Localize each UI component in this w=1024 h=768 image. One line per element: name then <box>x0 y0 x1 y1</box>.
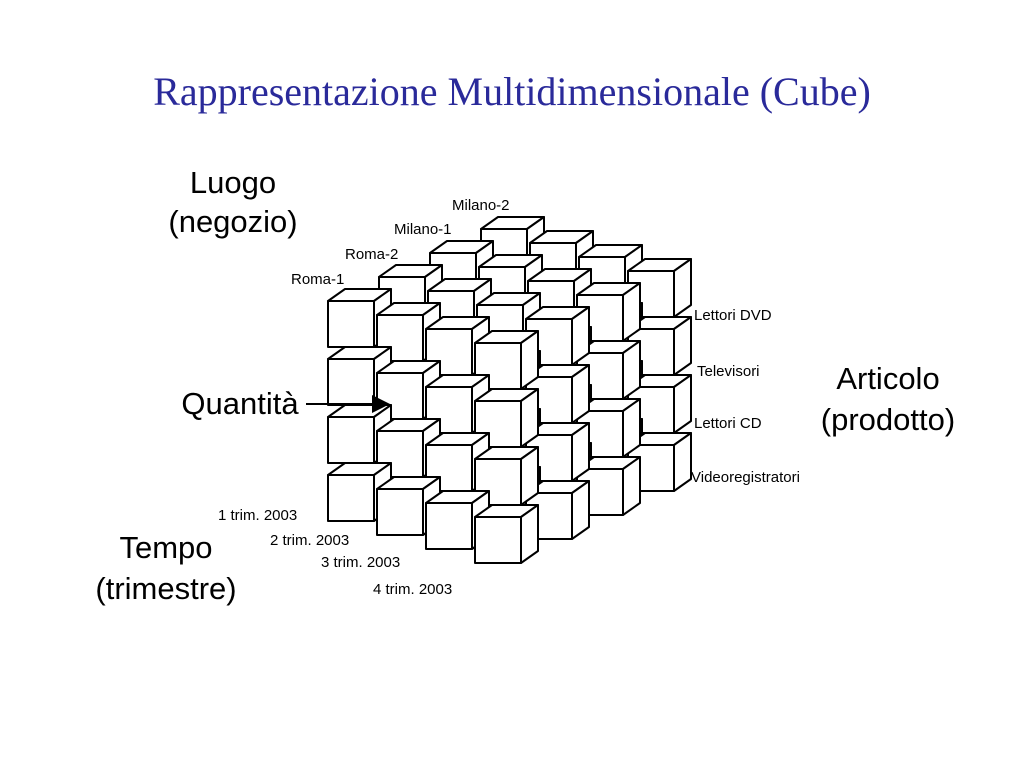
measure-label: Quantità <box>181 386 299 421</box>
dimension-articolo-label: Articolo <box>836 361 939 396</box>
product-label: Lettori CD <box>694 415 762 432</box>
store-label: Milano-2 <box>452 197 510 214</box>
cube-cell <box>425 490 490 550</box>
dimension-luogo-sublabel: (negozio) <box>168 204 297 239</box>
product-label: Lettori DVD <box>694 307 772 324</box>
product-label: Videoregistratori <box>691 469 800 486</box>
slide-title: Rappresentazione Multidimensionale (Cube… <box>153 69 871 114</box>
dimension-articolo-sublabel: (prodotto) <box>821 402 955 437</box>
quarter-label: 1 trim. 2003 <box>218 507 297 524</box>
cube-cells <box>327 216 692 564</box>
quarter-label: 3 trim. 2003 <box>321 554 400 571</box>
dimension-tempo-label: Tempo <box>119 530 212 565</box>
store-label: Roma-1 <box>291 271 344 288</box>
dimension-tempo-sublabel: (trimestre) <box>95 571 236 606</box>
quarter-label: 4 trim. 2003 <box>373 581 452 598</box>
dimension-luogo-label: Luogo <box>190 165 276 200</box>
cube-cell <box>474 446 539 506</box>
store-label: Milano-1 <box>394 221 452 238</box>
quarter-label: 2 trim. 2003 <box>270 532 349 549</box>
cube-cell <box>474 504 539 564</box>
product-label: Televisori <box>697 363 760 380</box>
store-label: Roma-2 <box>345 246 398 263</box>
